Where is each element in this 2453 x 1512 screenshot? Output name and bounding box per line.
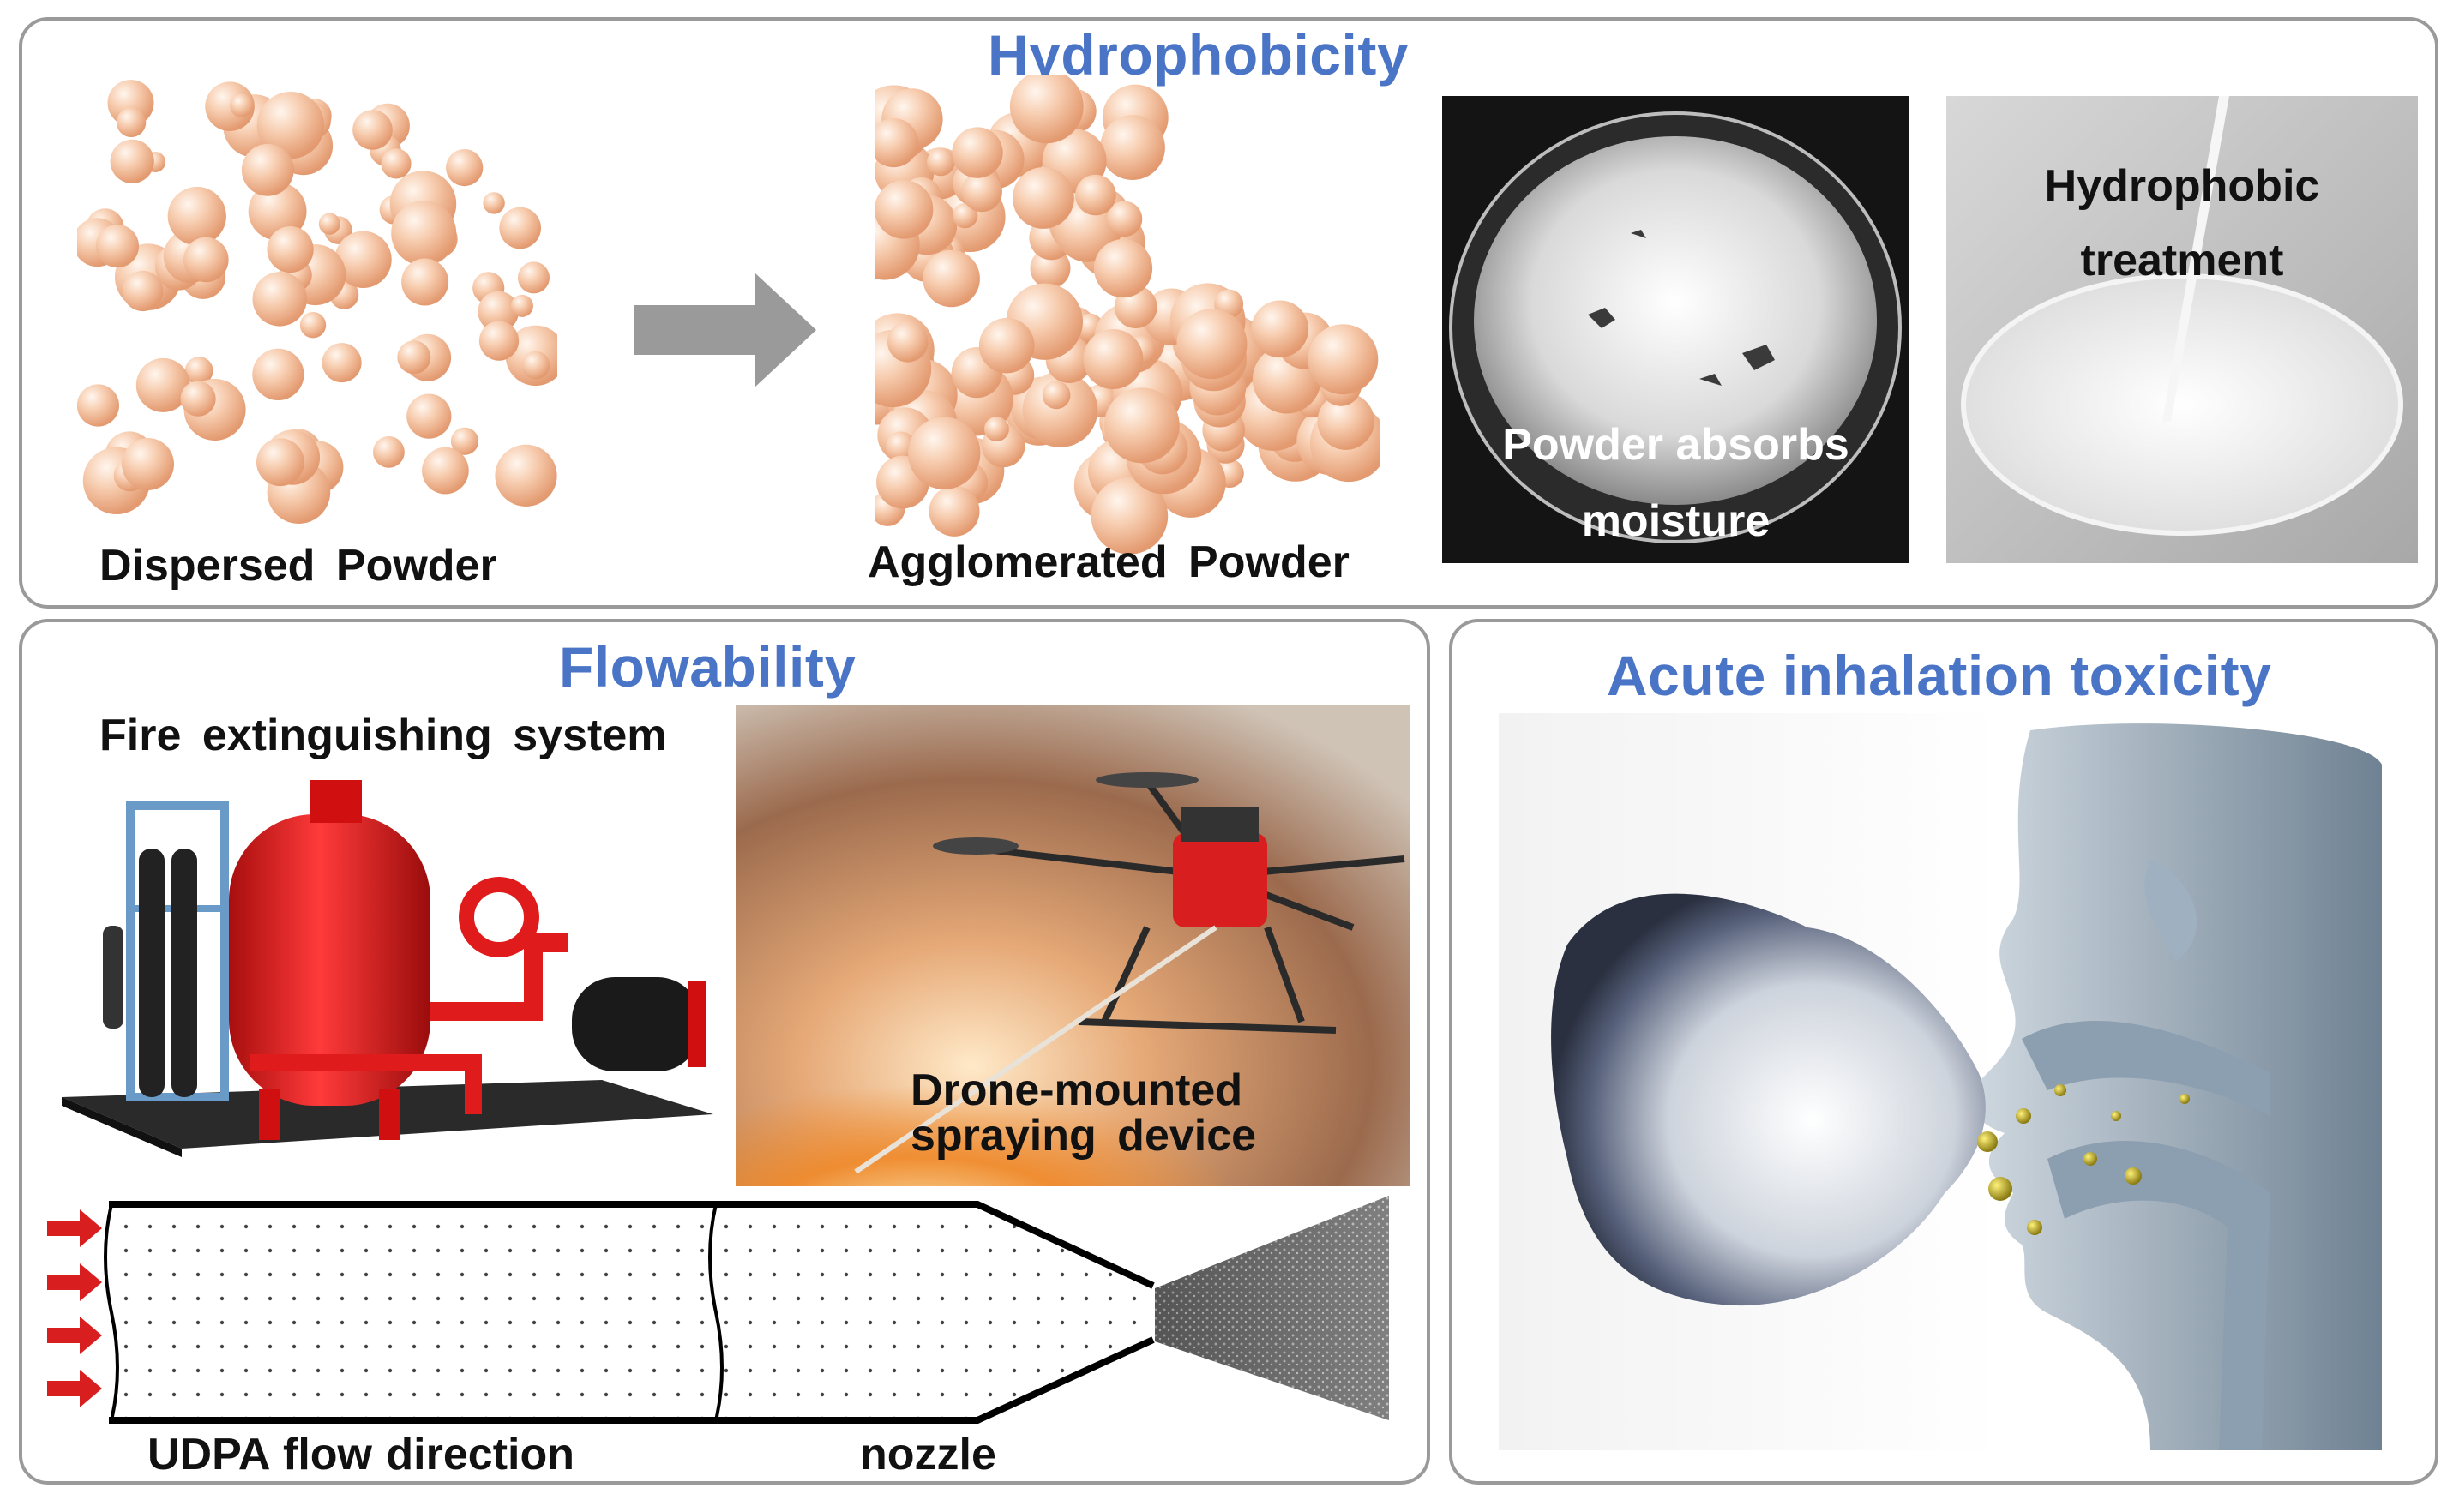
powder-particle <box>1030 248 1071 289</box>
powder-particle <box>952 127 1003 178</box>
process-arrow-icon <box>634 273 816 387</box>
powder-particle <box>95 225 139 268</box>
powder-particle <box>1308 324 1379 395</box>
powder-particle <box>267 226 314 273</box>
powder-particle <box>318 213 340 235</box>
powder-particle <box>110 139 154 183</box>
powder-particle <box>180 381 216 417</box>
powder-particle <box>1100 115 1165 180</box>
powder-particle <box>521 351 550 380</box>
powder-particle <box>875 180 934 239</box>
fire-system-label: Fire extinguishing system <box>99 711 667 760</box>
powder-particle <box>406 393 452 439</box>
powder-particle <box>1091 477 1169 555</box>
hydrophobic-treatment-photo <box>1946 96 2418 563</box>
powder-particle <box>1106 201 1143 237</box>
drone-caption-line1: Drone-mounted <box>911 1065 1243 1115</box>
moisture-photo <box>1442 96 1909 563</box>
drone-photo <box>736 705 1410 1186</box>
agglomerated-powder-label: Agglomerated Powder <box>868 537 1350 587</box>
powder-particle <box>184 357 213 385</box>
flow-direction-label: UDPA flow direction <box>147 1430 574 1479</box>
powder-particle <box>953 203 978 229</box>
powder-particle <box>135 357 190 412</box>
powder-particle <box>123 270 164 312</box>
drone-caption-line2: spraying device <box>911 1111 1257 1161</box>
fire-extinguishing-system-image <box>62 780 713 1157</box>
powder-particle <box>978 317 1035 374</box>
powder-particle <box>248 182 307 241</box>
powder-particle <box>518 261 550 294</box>
hydrophobic-caption: Hydrophobic treatment <box>1946 163 2418 284</box>
powder-particle <box>478 291 519 333</box>
powder-particle <box>887 321 929 363</box>
powder-particle <box>381 148 412 179</box>
powder-particle <box>230 93 254 117</box>
powder-particle <box>167 187 226 246</box>
powder-particle <box>256 438 304 487</box>
powder-particle <box>334 231 392 288</box>
inhalation-illustration <box>1499 713 2382 1450</box>
powder-particle <box>450 427 479 455</box>
powder-particle <box>1317 393 1374 450</box>
agglomerated-powder-illustration <box>875 75 1380 555</box>
dispersed-powder-illustration <box>77 80 557 524</box>
powder-particle <box>1251 300 1309 358</box>
moisture-caption-line1: Powder absorbs <box>1502 420 1849 470</box>
powder-particle <box>927 147 955 177</box>
toxicity-title: Acute inhalation toxicity <box>1607 644 2272 707</box>
powder-particle <box>1093 239 1153 298</box>
dispersed-powder-label: Dispersed Powder <box>99 541 497 591</box>
powder-particle <box>1042 381 1071 410</box>
powder-particle <box>983 417 1009 442</box>
flowability-title: Flowability <box>559 635 857 699</box>
powder-particle <box>929 485 980 537</box>
powder-particle <box>322 343 362 383</box>
powder-particle <box>122 438 174 490</box>
powder-particle <box>256 92 325 159</box>
powder-particle <box>77 384 119 427</box>
drone-caption: Drone-mounted spraying device <box>911 1065 1257 1161</box>
powder-particle <box>446 149 484 187</box>
powder-particle <box>397 340 431 375</box>
hydrophobic-caption-line2: treatment <box>2080 235 2284 285</box>
hydrophobic-caption-line1: Hydrophobic <box>2044 161 2320 211</box>
powder-particle <box>116 107 147 137</box>
flow-channel-diagram <box>47 1196 1389 1424</box>
powder-particle <box>299 312 327 339</box>
powder-particle <box>1009 75 1084 144</box>
powder-particle <box>1022 372 1098 447</box>
moisture-caption-line2: moisture <box>1581 495 1771 546</box>
powder-particle <box>401 258 449 306</box>
powder-particle <box>875 118 918 168</box>
powder-particle <box>1103 387 1180 464</box>
powder-particle <box>252 272 307 327</box>
powder-particle <box>961 171 1002 213</box>
powder-particle <box>1176 309 1248 380</box>
powder-particle <box>478 321 520 361</box>
moisture-caption: Powder absorbs moisture <box>1442 422 1909 544</box>
powder-particle <box>373 436 405 468</box>
powder-particle <box>923 249 980 308</box>
powder-particle <box>1013 167 1074 229</box>
flow-arrow-icon <box>47 1209 102 1407</box>
powder-particle <box>495 444 557 507</box>
powder-particle <box>241 143 294 196</box>
powder-particle <box>499 207 541 249</box>
powder-particle <box>422 447 469 495</box>
powder-particle <box>252 348 304 400</box>
powder-particle <box>1083 329 1144 389</box>
nozzle-label: nozzle <box>860 1430 996 1479</box>
powder-particle <box>1075 174 1116 216</box>
powder-particle <box>183 237 229 283</box>
powder-particle <box>510 294 533 317</box>
powder-particle <box>483 192 505 214</box>
powder-particle <box>352 110 393 150</box>
powder-particle <box>391 201 457 267</box>
powder-particle <box>908 417 981 489</box>
